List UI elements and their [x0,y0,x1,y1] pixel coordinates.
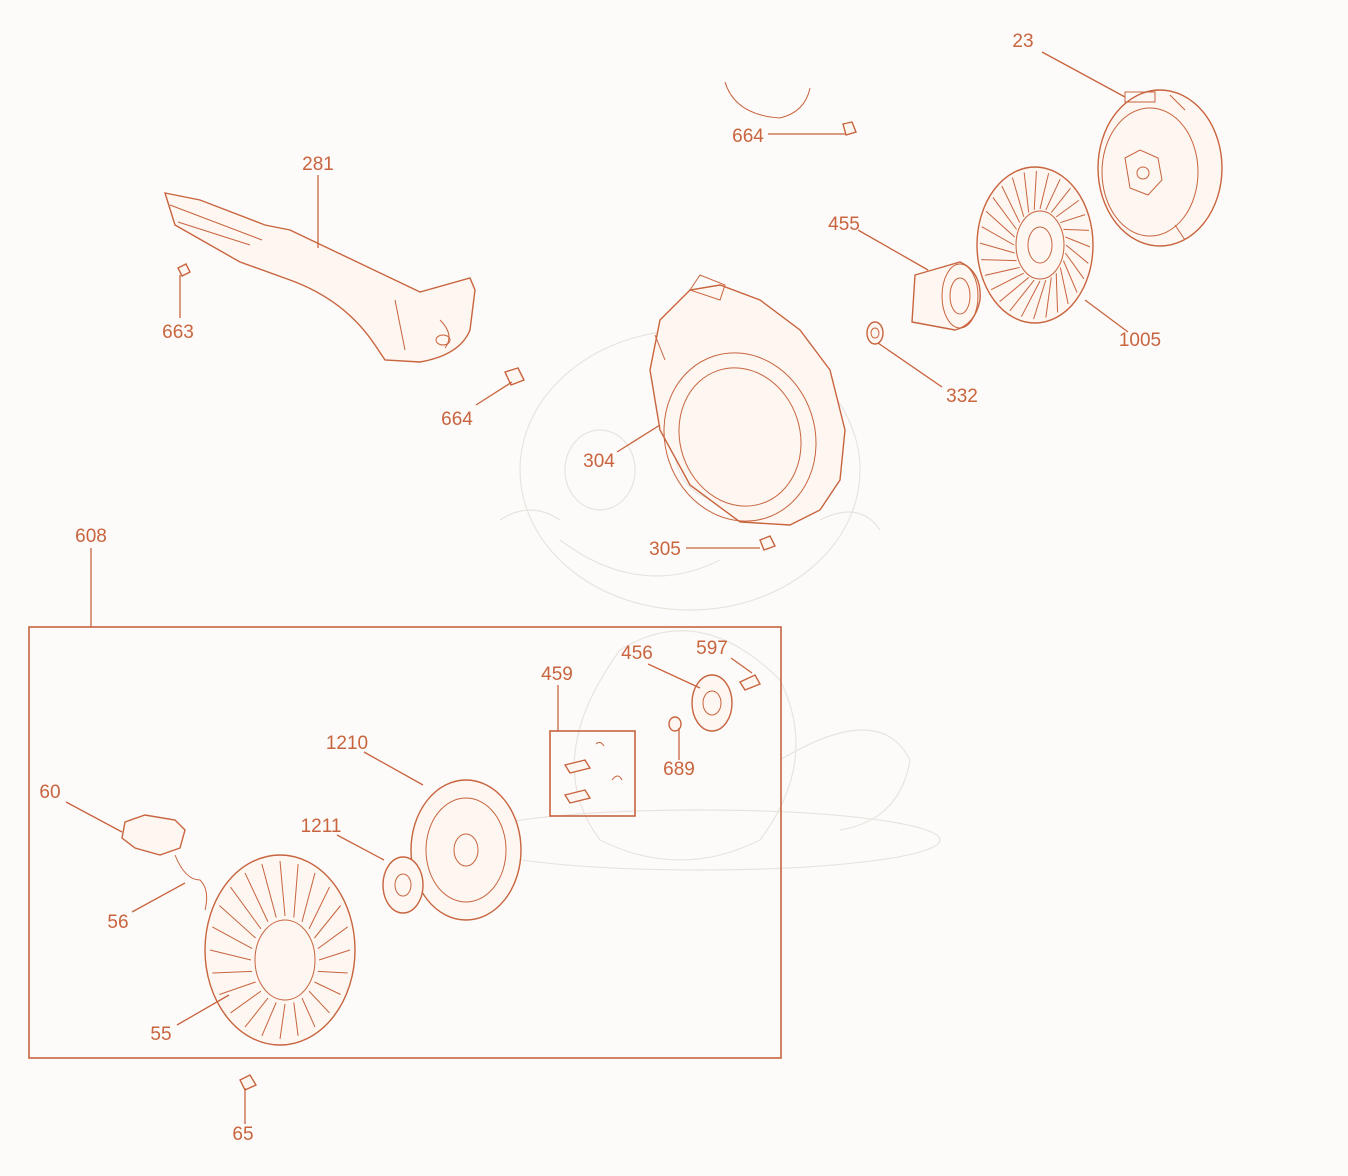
part-459-pawls [563,741,623,804]
part-305-screw [759,535,776,551]
label-55: 55 [150,1024,171,1045]
part-60-starter-handle [121,814,186,856]
label-56: 56 [107,912,128,933]
part-55-starter-housing [204,854,356,1046]
label-305: 305 [649,539,681,560]
part-304-blower-housing [649,274,846,526]
part-1005-cooling-fan [976,166,1094,324]
part-1210-pulley [410,779,522,921]
label-455: 455 [828,214,860,235]
label-663: 663 [162,322,194,343]
part-23-flywheel-cover [1097,89,1223,247]
part-689-spring [668,716,682,732]
label-304: 304 [583,451,615,472]
label-281: 281 [302,154,334,175]
part-281-handle-guard [163,192,476,363]
part-664-screw-top [724,81,857,136]
part-1211-spring-plate [382,856,424,914]
kit-608-frame [28,626,782,1059]
kit-459-frame [549,730,636,817]
label-456: 456 [621,643,653,664]
part-664-screw-mid [504,367,525,386]
label-664-top: 664 [732,126,764,147]
label-1210: 1210 [326,733,368,754]
label-1005: 1005 [1119,330,1161,351]
label-608: 608 [75,526,107,547]
part-597-screw [738,674,761,691]
part-56-rope [174,854,208,911]
label-459: 459 [541,664,573,685]
label-60: 60 [39,782,60,803]
part-663-screw [177,263,191,277]
label-597: 597 [696,638,728,659]
leader-lines [65,51,1129,1124]
part-456-ratchet [691,674,733,732]
label-23: 23 [1012,31,1033,52]
label-689: 689 [663,759,695,780]
label-332: 332 [946,386,978,407]
label-664-mid: 664 [441,409,473,430]
label-65: 65 [232,1124,253,1145]
part-455-starter-cup [911,261,981,331]
label-1211: 1211 [301,816,342,837]
part-65-screw [239,1074,258,1091]
callout-labels: 23 281 663 664 455 1005 332 664 304 305 … [39,31,1161,1145]
part-332-nut [866,321,884,345]
